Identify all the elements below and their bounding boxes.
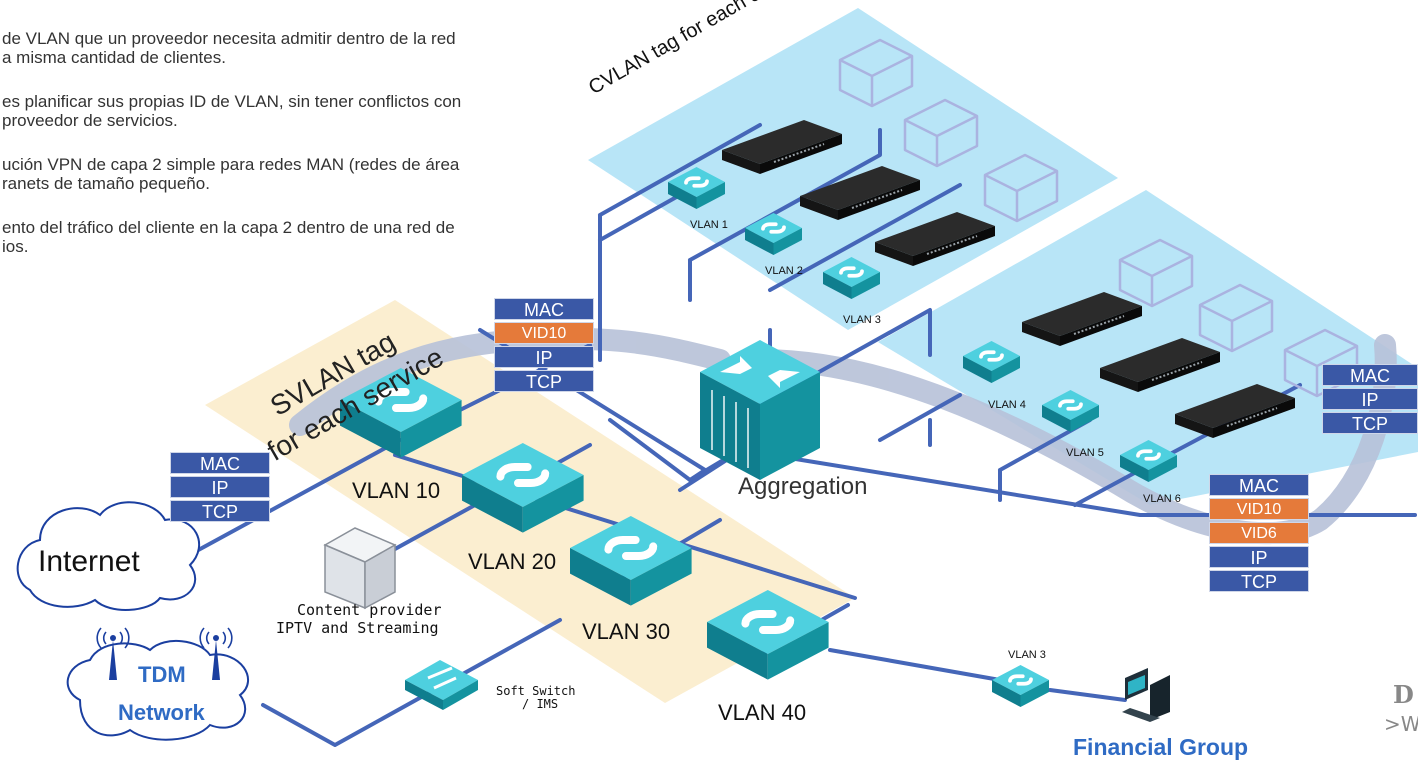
cloud-icon: [16, 501, 201, 611]
aggregation-label: Aggregation: [738, 473, 868, 500]
bullet-1-line-1: de VLAN que un proveedor necesita admiti…: [2, 29, 456, 48]
tag-mac: MAC: [494, 298, 594, 320]
bullet-1-line-2: a misma cantidad de clientes.: [2, 48, 226, 67]
soft-switch-line-1: Soft Switch: [496, 684, 576, 698]
brand-tagline-partial: >WI: [1384, 712, 1418, 736]
cvlan-label: VLAN 3: [843, 314, 881, 326]
bullet-4-line-2: ios.: [2, 237, 29, 256]
cvlan-label: VLAN 2: [765, 265, 803, 277]
computer-icon: [1122, 668, 1170, 722]
tag-tcp: TCP: [1209, 570, 1309, 592]
bullet-3-line-1: ución VPN de capa 2 simple para redes MA…: [2, 155, 460, 174]
content-provider-line-1: Content provider: [297, 601, 442, 619]
cvlan-label: VLAN 5: [1066, 447, 1104, 459]
svlan-label: VLAN 10: [352, 478, 441, 503]
tag-ip: IP: [1322, 388, 1418, 410]
svlan-label: VLAN 20: [468, 549, 557, 574]
router-icon: [700, 340, 820, 480]
cvlan-label: VLAN 4: [988, 399, 1026, 411]
tag-vid: VID6: [1209, 522, 1309, 544]
tag-tcp: TCP: [1322, 412, 1418, 434]
cvlan-label: VLAN 6: [1143, 493, 1181, 505]
svlan-label: VLAN 40: [718, 700, 807, 725]
content-provider-line-2: IPTV and Streaming: [276, 619, 439, 637]
bullet-2-line-2: proveedor de servicios.: [2, 111, 178, 130]
tag-tcp: TCP: [494, 370, 594, 392]
soft-switch-icon: [405, 660, 478, 710]
bullet-3-line-2: ranets de tamaño pequeño.: [2, 174, 210, 193]
financial-vlan-label: VLAN 3: [1008, 649, 1046, 661]
cvlan-label: VLAN 1: [690, 219, 728, 231]
tag-ip: IP: [494, 346, 594, 368]
server-icon: [323, 527, 397, 610]
tag-vid: VID10: [1209, 498, 1309, 520]
tag-ip: IP: [1209, 546, 1309, 568]
brand-logo-partial: D: [1393, 680, 1414, 709]
tag-mac: MAC: [1209, 474, 1309, 496]
bullet-2-line-1: es planificar sus propias ID de VLAN, si…: [2, 92, 462, 111]
tag-ip: IP: [170, 476, 270, 498]
tag-tcp: TCP: [170, 500, 270, 522]
financial-group-label: Financial Group: [1073, 734, 1249, 760]
tag-vid: VID10: [494, 322, 594, 344]
tag-mac: MAC: [1322, 364, 1418, 386]
soft-switch-line-2: / IMS: [522, 697, 559, 711]
internet-label: Internet: [38, 545, 140, 578]
svlan-label: VLAN 30: [582, 619, 671, 644]
cvlan-panel-lower: [878, 190, 1418, 505]
tdm-label-line-2: Network: [118, 700, 205, 725]
tag-mac: MAC: [170, 452, 270, 474]
bullet-4-line-1: ento del tráfico del cliente en la capa …: [2, 218, 455, 237]
switch-icon: [990, 663, 1051, 709]
tdm-label-line-1: TDM: [138, 662, 186, 687]
